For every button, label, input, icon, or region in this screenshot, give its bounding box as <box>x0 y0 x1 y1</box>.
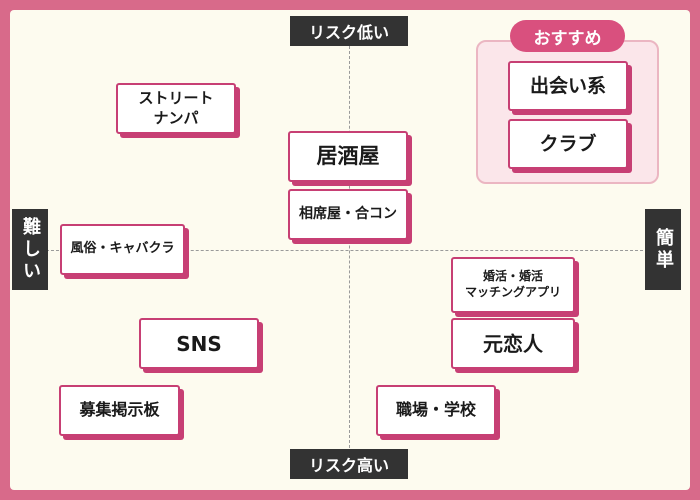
horizontal-axis-line <box>36 250 648 251</box>
recommended-item-deaikei: 出会い系 <box>508 61 628 111</box>
axis-label-bottom: リスク高い <box>290 449 408 479</box>
axis-label-right: 簡単 <box>645 209 681 290</box>
recommended-item-club: クラブ <box>508 119 628 169</box>
item-sns: SNS <box>139 318 259 369</box>
recommended-title: おすすめ <box>510 20 625 52</box>
item-shokuba-gakkou: 職場・学校 <box>376 385 496 436</box>
item-moto-koibito: 元恋人 <box>451 318 575 369</box>
axis-label-left: 難しい <box>12 209 48 290</box>
axis-label-top: リスク低い <box>290 16 408 46</box>
item-boshu-keijiban: 募集掲示板 <box>59 385 180 436</box>
item-konkatsu-app: 婚活・婚活 マッチングアプリ <box>451 257 575 313</box>
item-fuzoku-cabaret: 風俗・キャバクラ <box>60 224 185 275</box>
item-street-nampa: ストリート ナンパ <box>116 83 236 134</box>
vertical-axis-line <box>349 36 350 448</box>
item-izakaya: 居酒屋 <box>288 131 408 182</box>
item-aiseki-goukon: 相席屋・合コン <box>288 189 408 240</box>
